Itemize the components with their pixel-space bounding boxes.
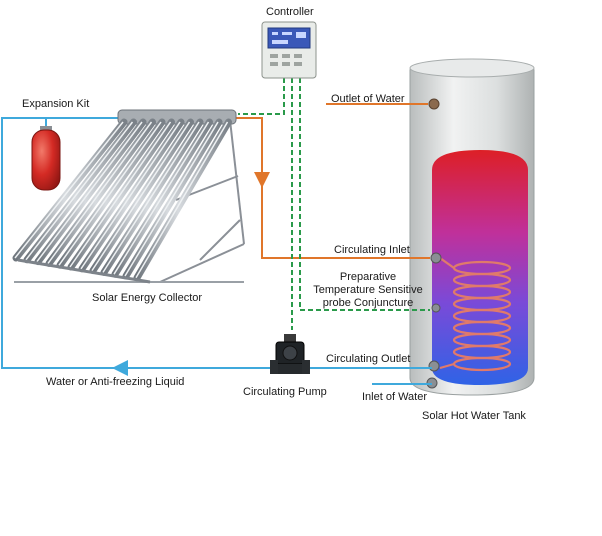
collector-tube (122, 118, 223, 280)
inlet-of-water-label: Inlet of Water (362, 391, 428, 403)
hot-water-tank-icon (409, 58, 535, 396)
circulating-pump-icon (270, 334, 310, 374)
expansion-tank-icon (31, 126, 61, 191)
collector-tube-highlight (69, 121, 172, 268)
outlet-coil-port (428, 360, 440, 372)
collector-tube (23, 118, 137, 264)
circulating-inlet-label: Circulating Inlet (334, 244, 410, 256)
solar-collector-label: Solar Energy Collector (92, 292, 203, 304)
circulating-pump-label: Circulating Pump (243, 386, 327, 398)
collector-tube (78, 118, 185, 273)
collector-tube (34, 118, 147, 266)
tank-heat-zone (432, 150, 528, 385)
outlet-of-water-label: Outlet of Water (331, 93, 405, 105)
collector-tube-highlight (124, 121, 219, 277)
controller-device-icon (261, 21, 317, 79)
collector-tube (89, 118, 194, 275)
outlet-port (428, 98, 440, 110)
heat-exchange-coil (439, 257, 512, 372)
collector-tube-highlight (36, 121, 143, 263)
circulating-outlet-label: Circulating Outlet (326, 353, 411, 365)
collector-tube-highlight (91, 121, 191, 272)
solar-collector-icon (12, 109, 245, 284)
tank-top-cap (409, 58, 535, 78)
collector-tube (67, 118, 175, 271)
probe-label-line1: Preparative (339, 271, 397, 283)
expansion-kit-label: Expansion Kit (22, 98, 90, 110)
collector-tube-highlight (58, 121, 162, 266)
probe-label-line3: probe Conjuncture (322, 297, 414, 309)
water-antifreeze-label: Water or Anti-freezing Liquid (46, 376, 185, 388)
inlet-port (430, 252, 442, 264)
probe-label-line2: Temperature Sensitive (313, 284, 423, 296)
hot-supply-pipe (236, 103, 430, 259)
collector-tube-highlight (113, 121, 210, 275)
collector-tube-highlight (14, 121, 124, 259)
collector-tube (45, 118, 156, 267)
expansion-tank-body (31, 129, 61, 191)
probe-port (431, 303, 441, 313)
collector-tube-highlight (102, 121, 200, 273)
collector-tube (111, 118, 213, 278)
collector-tube-highlight (25, 121, 134, 261)
collector-tube (133, 118, 232, 282)
collector-tube (100, 118, 204, 276)
collector-tube-highlight (80, 121, 181, 270)
tank-label: Solar Hot Water Tank (422, 410, 526, 422)
collector-tube (56, 118, 166, 269)
controller-label: Controller (266, 6, 314, 18)
cold-return-pipe (1, 117, 432, 385)
probe-label: Preparative Temperature Sensitive probe … (306, 271, 430, 310)
collector-tube (12, 118, 128, 262)
controller-signal-wires (238, 78, 430, 330)
collector-tube-highlight (135, 121, 229, 279)
collector-tubes (12, 118, 232, 282)
collector-tube-highlight (47, 121, 153, 264)
